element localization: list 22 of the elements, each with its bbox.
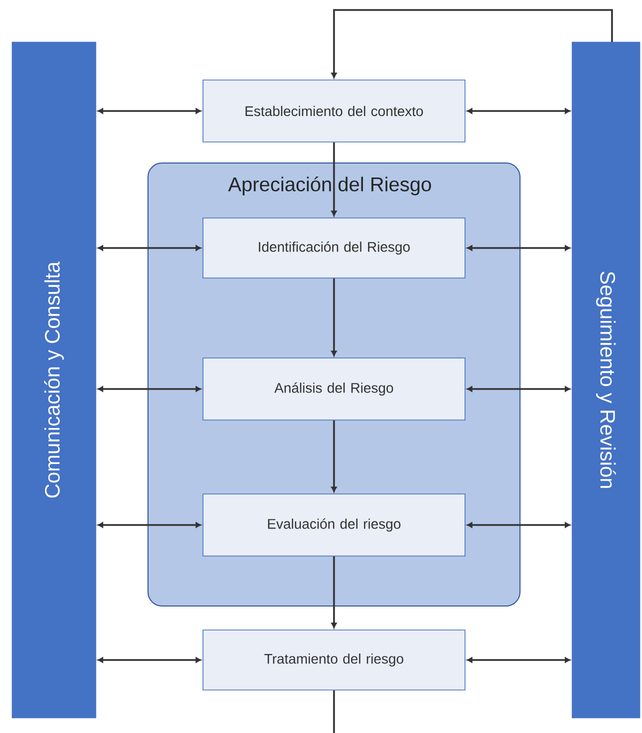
arrow	[466, 108, 570, 114]
arrow	[98, 386, 202, 392]
side-bar: Comunicación y Consulta	[12, 42, 96, 718]
arrow	[331, 278, 337, 356]
arrow	[331, 9, 613, 78]
process-box: Establecimiento del contexto	[202, 80, 466, 142]
arrow	[466, 657, 570, 663]
arrow	[98, 657, 202, 663]
arrow	[98, 108, 202, 114]
arrow	[466, 386, 570, 392]
process-box: Evaluación del riesgo	[202, 494, 466, 556]
arrow	[331, 420, 337, 492]
arrow	[331, 556, 337, 628]
arrow	[331, 142, 337, 216]
process-box: Análisis del Riesgo	[202, 358, 466, 420]
process-box: Identificación del Riesgo	[202, 218, 466, 278]
side-bar: Seguimiento y Revisión	[572, 42, 640, 718]
arrow	[98, 245, 202, 251]
arrow	[98, 522, 202, 528]
arrow	[466, 245, 570, 251]
arrow	[466, 522, 570, 528]
process-box: Tratamiento del riesgo	[202, 630, 466, 690]
